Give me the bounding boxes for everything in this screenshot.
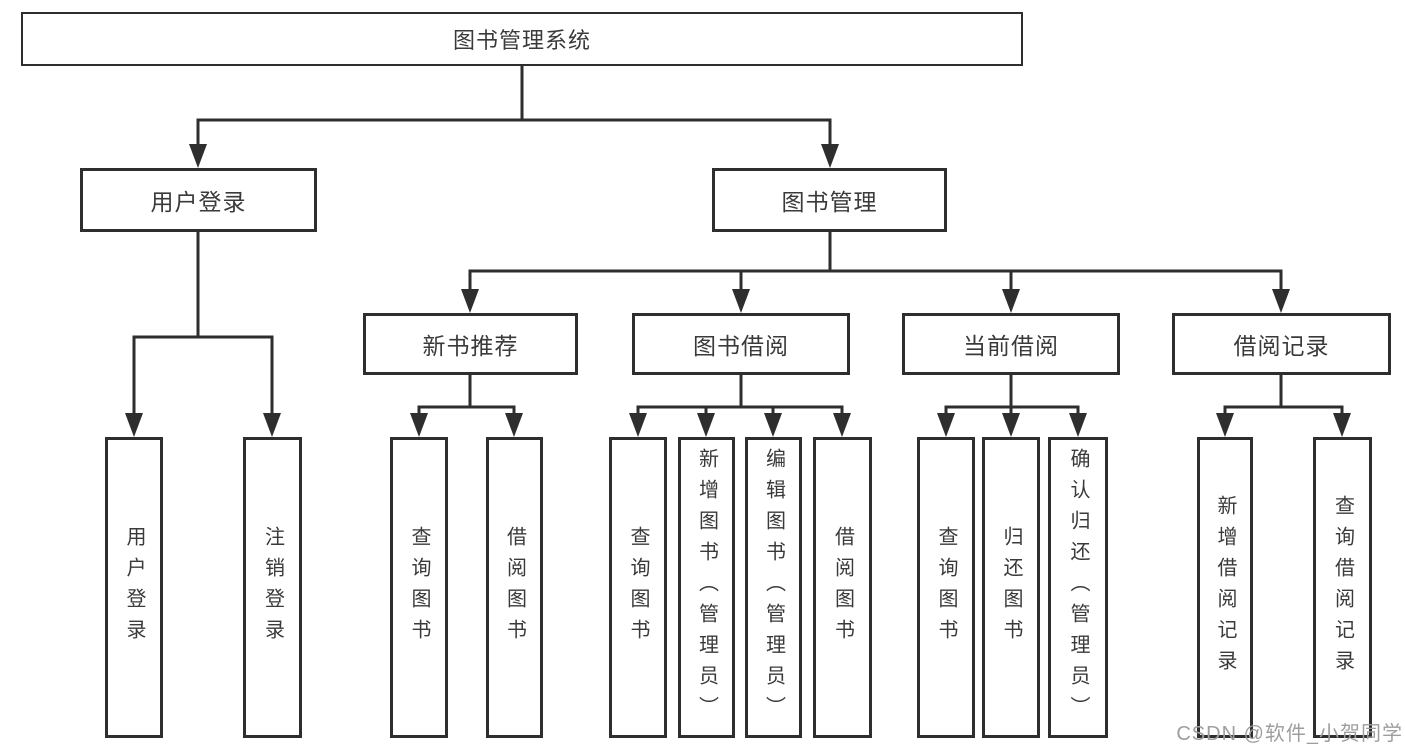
node-user-login: 用户登录 [80, 168, 317, 232]
leaf-borrow-books-recommend: 借阅图书 [486, 437, 543, 738]
leaf-user-login: 用户登录 [105, 437, 163, 738]
node-book-borrowing: 图书借阅 [632, 313, 850, 375]
leaf-borrow-books-borrowing: 借阅图书 [813, 437, 872, 738]
leaf-return-books: 归还图书 [982, 437, 1040, 738]
node-new-book-recommendation: 新书推荐 [363, 313, 578, 375]
leaf-add-borrow-record: 新增借阅记录 [1197, 437, 1253, 738]
node-library-management-system: 图书管理系统 [21, 12, 1023, 66]
leaf-query-borrow-record: 查询借阅记录 [1313, 437, 1372, 738]
node-current-borrowing: 当前借阅 [902, 313, 1120, 375]
arrowhead-icons [125, 144, 1351, 437]
leaf-query-books-current: 查询图书 [917, 437, 975, 738]
leaf-logout-login: 注销登录 [243, 437, 302, 738]
leaf-add-book-admin: 新增图书（管理员） [678, 437, 735, 738]
leaf-query-books-recommend: 查询图书 [390, 437, 448, 738]
node-borrowing-records: 借阅记录 [1172, 313, 1391, 375]
leaf-query-books-borrowing: 查询图书 [609, 437, 667, 738]
csdn-watermark: CSDN @软件_小贺同学 [1176, 723, 1403, 745]
leaf-edit-book-admin: 编辑图书（管理员） [745, 437, 802, 738]
leaf-confirm-return-admin: 确认归还（管理员） [1048, 437, 1108, 738]
connector-branches [132, 64, 1344, 421]
node-book-management: 图书管理 [712, 168, 947, 232]
